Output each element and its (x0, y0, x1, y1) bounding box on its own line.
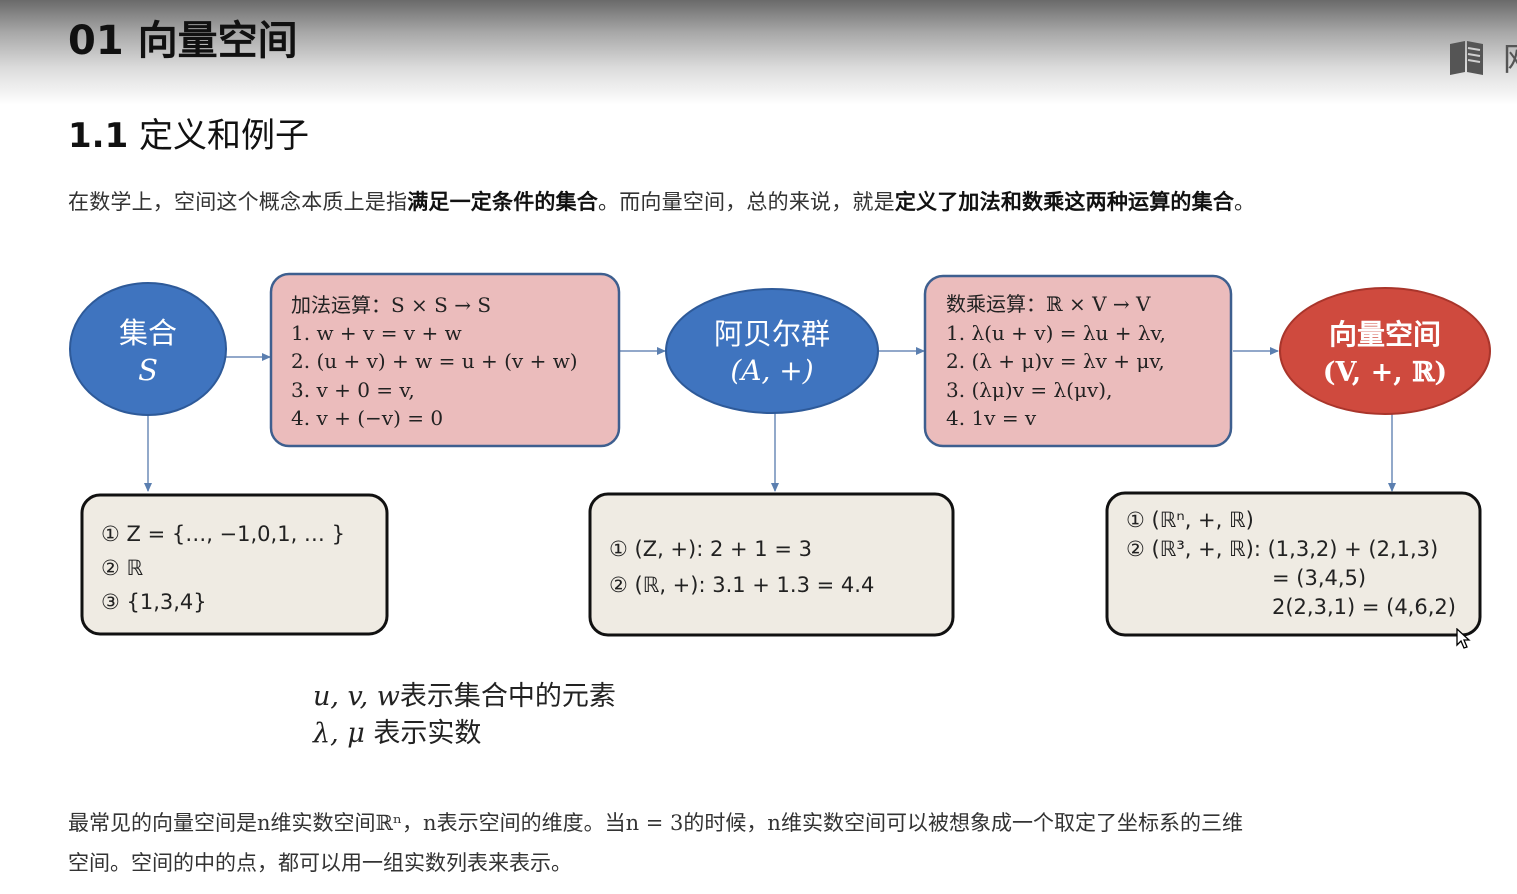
scalar-rule: 2. (λ + μ)v = λv + μv, (946, 349, 1165, 373)
space-example: ② (ℝ³, +, ℝ): (1,3,2) + (2,1,3) (1126, 537, 1438, 561)
note-text: 表示集合中的元素 (399, 681, 616, 712)
scalar-rule: 4. 1v = v (946, 406, 1037, 430)
intro-text: 。 (1234, 190, 1256, 214)
addition-rule: 4. v + (−v) = 0 (291, 406, 443, 430)
intro-paragraph: 在数学上，空间这个概念本质上是指满足一定条件的集合。而向量空间，总的来说，就是定… (68, 186, 1498, 216)
note-line: u, v, w表示集合中的元素 (313, 678, 616, 715)
scalar-title: 数乘运算：ℝ × V → V (946, 292, 1151, 316)
logo-icon: 网 (1450, 40, 1517, 78)
bottom-paragraph: 最常见的向量空间是n维实数空间ℝⁿ，n表示空间的维度。当n = 3的时候，n维实… (68, 803, 1498, 883)
mouse-cursor-icon (1456, 628, 1471, 649)
intro-text: 。而向量空间，总的来说，就是 (598, 190, 895, 214)
scalar-rule: 1. λ(u + v) = λu + λv, (946, 321, 1166, 345)
note-vars: u, v, w (313, 681, 400, 712)
scalar-rule: 3. (λμ)v = λ(μv), (946, 378, 1112, 402)
bottom-line: 最常见的向量空间是n维实数空间ℝⁿ，n表示空间的维度。当n = 3的时候，n维实… (68, 811, 1243, 835)
group-example: ① (Z, +): 2 + 1 = 3 (609, 537, 812, 561)
intro-bold: 定义了加法和数乘这两种运算的集合 (894, 189, 1235, 214)
intro-bold: 满足一定条件的集合 (407, 189, 599, 214)
section-title: 1.1 定义和例子 (68, 108, 309, 157)
addition-rule: 1. w + v = v + w (291, 321, 462, 345)
logo-text: 网 (1503, 40, 1517, 78)
addition-rules-box: 加法运算：S × S → S 1. w + v = v + w 2. (u + … (269, 272, 621, 448)
set-example: ① Z = {…, −1,0,1, … } (101, 522, 345, 546)
group-examples-box: ① (Z, +): 2 + 1 = 3 ② (ℝ, +): 3.1 + 1.3 … (588, 492, 955, 637)
node-set-title: 集合 (119, 316, 177, 350)
node-group-symbol: (A, +) (730, 354, 813, 387)
section-title-text: 定义和例子 (139, 116, 310, 156)
page-title: 01 向量空间 (68, 18, 298, 64)
intro-text: 在数学上，空间这个概念本质上是指 (68, 190, 408, 214)
top-gradient-bar (0, 0, 1517, 105)
set-examples-box: ① Z = {…, −1,0,1, … } ② ℝ ③ {1,3,4} (80, 493, 389, 636)
node-set-symbol: S (138, 353, 158, 387)
node-space-title: 向量空间 (1329, 318, 1441, 351)
node-group-title: 阿贝尔群 (714, 317, 830, 351)
bottom-line: 空间。空间的中的点，都可以用一组实数列表来表示。 (68, 851, 572, 875)
set-example: ③ {1,3,4} (101, 590, 207, 614)
node-abelian-group: 阿贝尔群 (A, +) (665, 288, 879, 414)
scalar-rules-box: 数乘运算：ℝ × V → V 1. λ(u + v) = λu + λv, 2.… (923, 274, 1233, 448)
space-example: ① (ℝⁿ, +, ℝ) (1126, 508, 1254, 532)
set-example: ② ℝ (101, 556, 144, 580)
space-example: 2(2,3,1) = (4,6,2) (1272, 595, 1456, 619)
vector-space-diagram: 集合 S 阿贝尔群 (A, +) 向量空间 (V, +, ℝ) 加法运算：S ×… (69, 272, 1491, 637)
note-line: λ, μ 表示实数 (313, 715, 616, 752)
variable-notes: u, v, w表示集合中的元素 λ, μ 表示实数 (313, 678, 616, 752)
section-number: 1.1 (68, 116, 129, 156)
space-examples-box: ① (ℝⁿ, +, ℝ) ② (ℝ³, +, ℝ): (1,3,2) + (2,… (1105, 491, 1482, 637)
note-vars: λ, μ (313, 718, 365, 749)
space-example: = (3,4,5) (1272, 566, 1366, 590)
group-example: ② (ℝ, +): 3.1 + 1.3 = 4.4 (609, 573, 874, 597)
addition-title: 加法运算：S × S → S (291, 293, 491, 317)
node-space-symbol: (V, +, ℝ) (1323, 357, 1447, 388)
node-vector-space: 向量空间 (V, +, ℝ) (1279, 287, 1491, 415)
addition-rule: 2. (u + v) + w = u + (v + w) (291, 349, 578, 373)
node-set: 集合 S (69, 282, 227, 416)
note-text: 表示实数 (364, 718, 482, 749)
addition-rule: 3. v + 0 = v, (291, 378, 415, 402)
